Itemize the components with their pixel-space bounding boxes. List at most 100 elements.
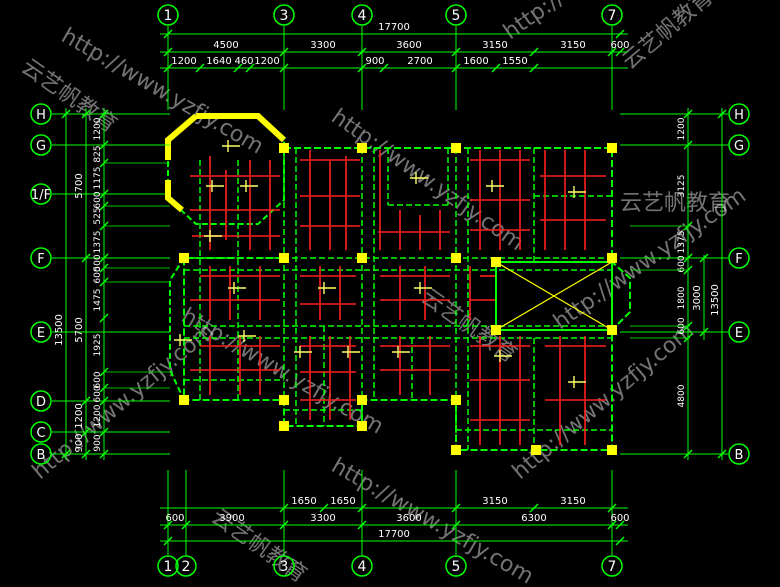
axis-bubble-bottom [157,555,179,577]
dim-right-inner: 3125 [677,175,687,198]
dim-tick [607,520,617,530]
axis-bubble-top [157,4,179,26]
dim-tick [99,449,109,459]
axis-bubble-right [728,103,750,125]
dim-top-row2: 460 [234,56,253,67]
axis-label-left: B [37,448,46,463]
dim-left-inner: 525 [93,207,103,224]
dim-left-inner: 1200 [93,117,103,140]
column [451,253,461,263]
dim-tick [607,47,617,57]
dim-tick [529,63,539,73]
dim-tick [607,503,617,513]
dim-left-inner: 1175 [93,167,103,190]
dim-bottom-row2: 3300 [310,513,335,524]
axis-bubble-bottom [601,555,623,577]
dim-tick [233,63,243,73]
dim-right-inner: 1200 [677,117,687,140]
axis-bubble-top [445,4,467,26]
column [607,445,617,455]
octagon-beam-edges [165,113,287,213]
dim-bottom-row1: 3150 [482,496,507,507]
axis-label-bottom: 7 [608,559,617,575]
column [451,445,461,455]
axis-label-top: 3 [280,8,289,24]
column [451,143,461,153]
dim-bottom-row1: 1650 [291,496,316,507]
column [607,325,617,335]
column [357,421,367,431]
dim-tick [163,536,173,546]
axis-label-bottom: 1 [164,559,173,575]
dim-tick [357,503,367,513]
dim-tick [683,109,693,119]
dim-tick [699,253,709,263]
dim-tick [279,520,289,530]
dim-top-row1: 3150 [560,40,585,51]
axis-label-bottom: 2 [182,559,191,575]
dim-left-inner: 600 [93,266,103,283]
dim-top-total: 17700 [378,22,410,33]
axis-bubble-bottom [175,555,197,577]
dim-left-mid: 1200 [74,403,85,428]
column [491,257,501,267]
axis-bubble-left [30,247,52,269]
dim-bottom-row1: 1650 [330,496,355,507]
dim-tick [615,536,625,546]
rebar-lines [190,150,606,445]
column [607,143,617,153]
dim-top-row2: 1200 [254,56,279,67]
axis-bubble-right [728,321,750,343]
axis-label-left: H [36,108,46,123]
dim-tick [99,189,109,199]
axis-label-right: F [735,252,742,267]
axis-bubble-left [30,103,52,125]
dim-top-row2: 900 [365,56,384,67]
column [451,395,461,405]
axis-bubble-bottom [445,555,467,577]
axis-bubble-right [728,443,750,465]
axis-bubble-top [273,4,295,26]
dim-top-row2: 1550 [502,56,527,67]
dim-top-row1: 600 [610,40,629,51]
axis-label-right: B [735,448,744,463]
dim-top-row1: 4500 [213,40,238,51]
dim-left-inner: 900 [93,434,103,451]
dim-tick [163,63,173,73]
axis-label-right: H [734,108,744,123]
column [357,253,367,263]
watermark-brand: 云艺帆教育 [620,191,730,216]
dim-tick [99,109,109,119]
building-plan [165,113,631,455]
main-outline [183,147,631,451]
axis-bubble-left [30,321,52,343]
dim-left-inner: 1200 [93,404,103,427]
column [357,143,367,153]
dim-top-row2: 1600 [463,56,488,67]
dim-tick [683,253,693,263]
dim-left-mid: 900 [74,433,85,452]
dim-top-row1: 3600 [396,40,421,51]
axis-bubble-left [30,134,52,156]
dim-bottom-row1: 3150 [560,496,585,507]
dim-top-row1: 3300 [310,40,335,51]
dim-tick [451,47,461,57]
column [279,143,289,153]
axis-bubble-left [30,183,52,205]
axis-label-top: 7 [608,8,617,24]
dim-tick [99,253,109,263]
dim-left-inner: 600 [93,191,103,208]
columns [179,143,617,455]
axis-label-left: G [36,139,46,154]
dim-tick [529,503,539,513]
dim-left-inner: 1475 [93,289,103,312]
axis-bubble-left [30,443,52,465]
axis-label-bottom: 4 [358,559,367,575]
dim-left-inner: 1925 [93,334,103,357]
dim-tick [357,47,367,57]
axis-label-left: 1/F [31,188,51,203]
dim-bottom-row2: 6300 [521,513,546,524]
dim-tick [81,449,91,459]
